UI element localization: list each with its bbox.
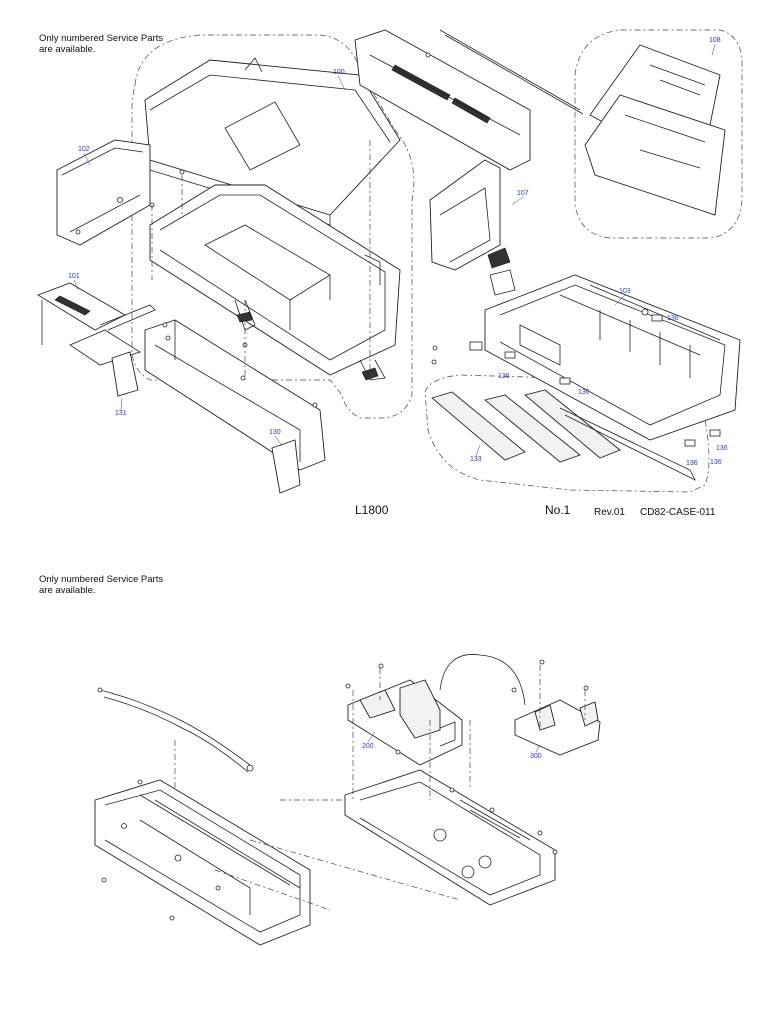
callout-136-f: 136 [710,459,722,466]
service-parts-note-bottom: Only numbered Service Parts are availabl… [39,574,164,596]
screws-sheet2 [101,659,589,921]
callouts-sheet1: 100 102 101 131 130 107 108 103 133 136 … [68,37,728,467]
callout-108: 108 [709,37,721,44]
callout-300: 300 [530,753,542,760]
part-131-cover-plate [111,351,139,397]
cable-harness [97,687,254,840]
service-parts-note-top: Only numbered Service Parts are availabl… [39,33,164,55]
callout-133: 133 [470,456,482,463]
board-cable [439,654,526,706]
group-outline-scanner-unit [574,29,743,239]
part-107-right-side-cover [429,159,516,296]
part-102-left-side-cover [56,139,151,246]
callouts-sheet2: 200 300 [362,731,542,760]
callout-102: 102 [78,146,90,153]
base-frame [94,779,311,946]
callout-136-e: 136 [716,445,728,452]
callout-103: 103 [619,288,631,295]
note-line-2: are available. [39,584,96,596]
page-number: No.1 [545,503,571,517]
callout-136-b: 136 [498,373,510,380]
upper-housing-frame [149,184,401,381]
part-130-side-plate [271,439,301,494]
part-108-document-tray [584,44,726,216]
note-line-2: are available. [39,43,96,55]
screws-sheet1 [149,52,438,381]
part-133-paper-tray [431,389,696,481]
callout-136-d: 136 [686,460,698,467]
callout-131: 131 [115,410,127,417]
callout-136-a: 136 [667,315,679,322]
rear-cover-top [354,29,531,171]
part-103-lower-case [469,274,741,441]
front-lower-frame [144,319,326,471]
revision-label: Rev.01 [594,507,625,518]
callout-107: 107 [517,190,529,197]
part-101-operation-panel [36,282,156,366]
part-136-feet [504,314,721,447]
model-name: L1800 [355,503,389,517]
note-line-1: Only numbered Service Parts [39,33,164,44]
group-outline-tray [424,374,710,493]
part-200-main-board [347,679,463,766]
assembly-lines-sheet2 [214,665,586,911]
callout-200: 200 [362,743,374,750]
part-300-power-board [514,699,601,756]
callout-101: 101 [68,273,80,280]
group-outline-upper-housing [131,34,415,419]
callout-100: 100 [333,69,345,76]
note-line-1: Only numbered Service Parts [39,574,164,585]
callout-130: 130 [269,429,281,436]
rear-rod [439,29,584,115]
document-id: CD82-CASE-011 [640,507,716,518]
callout-136-c: 136 [578,389,590,396]
board-shield-plate [344,769,556,906]
